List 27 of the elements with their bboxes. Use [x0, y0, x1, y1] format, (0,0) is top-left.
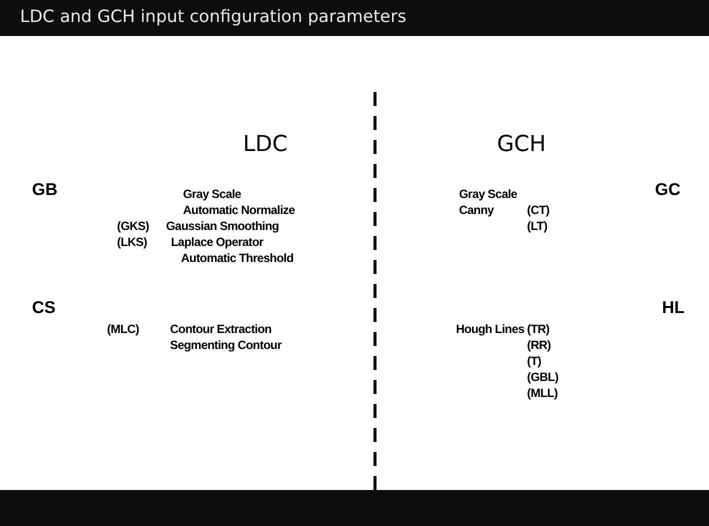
step-text: Automatic Normalize [183, 203, 295, 217]
step-text: Gaussian Smoothing [166, 219, 279, 233]
parameter-text: (LKS) [117, 235, 147, 249]
parameter-text: (T) [527, 354, 542, 368]
title: LDC and GCH input configuration parameters [20, 7, 406, 27]
section-label: HL [662, 298, 685, 318]
parameter-text: (MLC) [107, 322, 139, 336]
step-text: Contour Extraction [170, 322, 272, 336]
section-label: CS [32, 298, 56, 318]
parameter-text: (MLL) [527, 386, 558, 400]
step-text: Laplace Operator [171, 235, 264, 249]
parameter-text: (GBL) [527, 370, 558, 384]
step-text: Segmenting Contour [170, 338, 282, 352]
step-text: Gray Scale [459, 187, 518, 201]
parameter-text: (GKS) [117, 219, 149, 233]
parameter-text: (CT) [527, 203, 550, 217]
step-text: Hough Lines [456, 322, 524, 336]
parameter-text: (RR) [527, 338, 551, 352]
column-heading: LDC [243, 132, 288, 157]
step-text: Canny [459, 203, 494, 217]
step-text: Gray Scale [183, 187, 242, 201]
step-text: Automatic Threshold [181, 251, 294, 265]
parameter-text: (LT) [527, 219, 548, 233]
parameter-text: (TR) [527, 322, 550, 336]
column-heading: GCH [497, 132, 546, 157]
section-label: GB [32, 180, 58, 200]
section-label: GC [655, 180, 680, 200]
